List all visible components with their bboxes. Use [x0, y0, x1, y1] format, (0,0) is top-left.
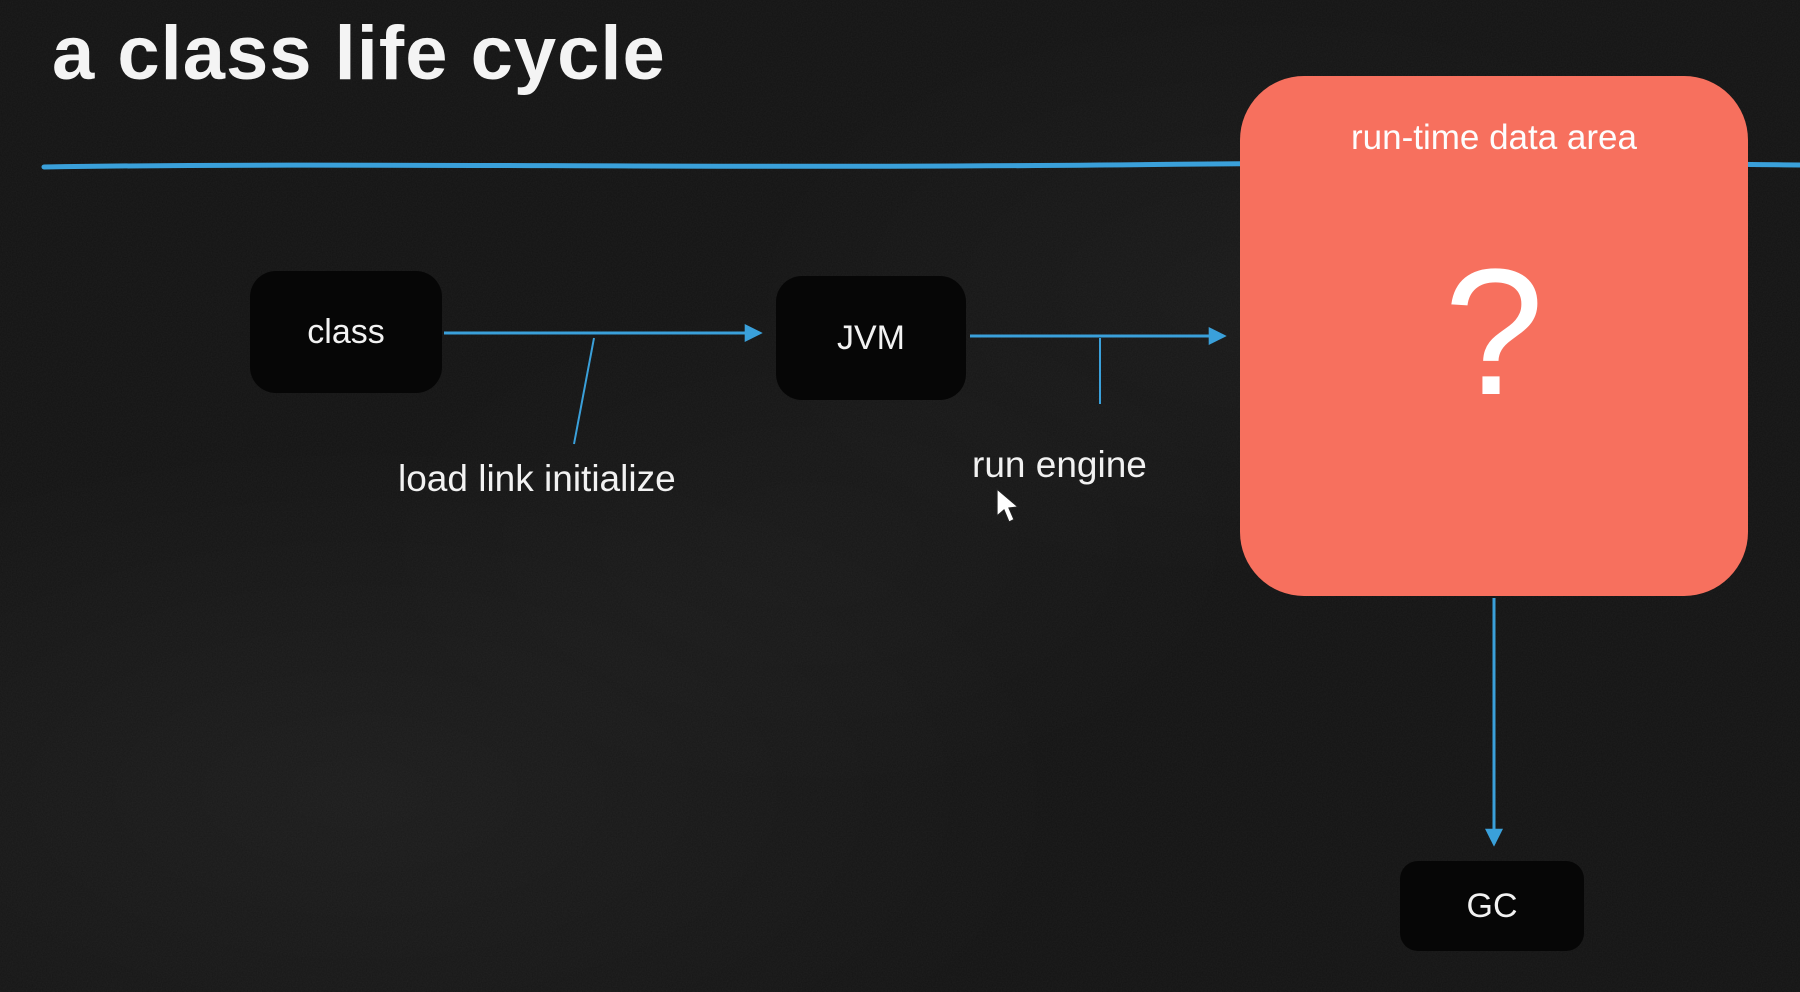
annotation-run-engine: run engine [972, 444, 1147, 485]
node-gc: GC [1400, 861, 1584, 951]
runtime-area-title: run-time data area [1351, 118, 1637, 157]
question-mark-symbol: ? [1443, 232, 1545, 433]
node-jvm: JVM [776, 276, 966, 400]
node-gc-label: GC [1466, 886, 1518, 925]
node-class-label: class [307, 312, 385, 351]
callout-line-load [573, 337, 595, 445]
node-jvm-label: JVM [837, 318, 905, 357]
page-title: a class life cycle [52, 11, 666, 96]
annotation-load-link-initialize: load link initialize [398, 458, 676, 499]
mouse-cursor-icon [996, 488, 1020, 523]
node-runtime-data-area: run-time data area ? [1240, 76, 1748, 596]
node-class: class [250, 271, 442, 393]
